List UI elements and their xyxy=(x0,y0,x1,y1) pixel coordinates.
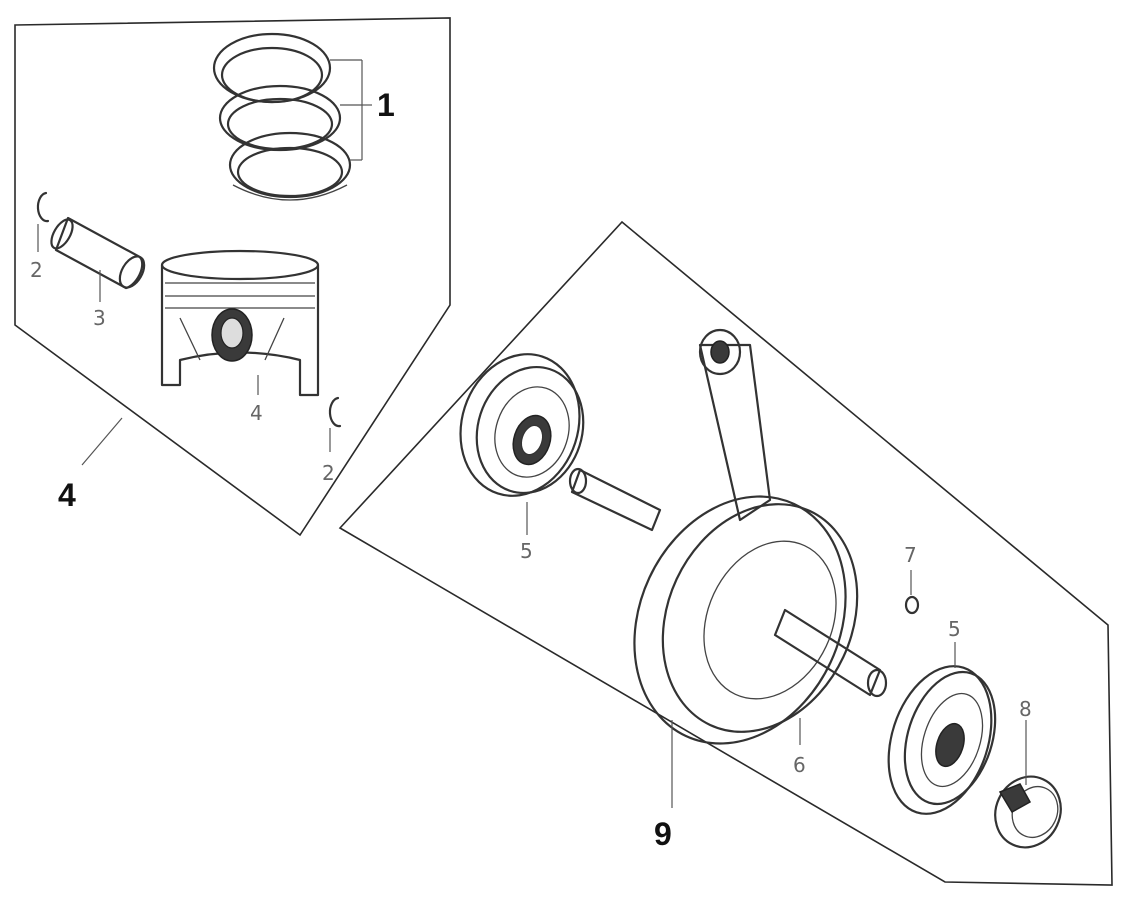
callout-9-group: 9 xyxy=(654,816,672,852)
callout-3: 3 xyxy=(93,306,106,330)
crankshaft xyxy=(568,328,888,745)
nut xyxy=(994,775,1062,849)
callout-1: 1 xyxy=(377,87,395,123)
callout-5-right: 5 xyxy=(948,617,961,641)
callout-2-right: 2 xyxy=(322,461,335,485)
piston-rings xyxy=(212,32,352,201)
callout-7: 7 xyxy=(904,543,917,567)
callout-8: 8 xyxy=(1019,697,1032,721)
circlip-right xyxy=(328,396,342,428)
piston-group-frame xyxy=(14,17,451,537)
callout-2-left: 2 xyxy=(30,258,43,282)
callout-6: 6 xyxy=(793,753,806,777)
circlip-left xyxy=(36,191,50,223)
piston-pin xyxy=(50,216,146,290)
bearing-left xyxy=(459,353,585,497)
callout-5-left: 5 xyxy=(520,539,533,563)
crankshaft-group-frame xyxy=(338,220,1113,886)
leader-4-group xyxy=(81,417,123,466)
piston xyxy=(160,249,320,397)
callout-4-group: 4 xyxy=(58,477,76,513)
bearing-right xyxy=(887,665,997,815)
ring-bracket xyxy=(330,59,372,161)
callout-4-piston: 4 xyxy=(250,401,263,425)
woodruff-key xyxy=(904,595,920,615)
